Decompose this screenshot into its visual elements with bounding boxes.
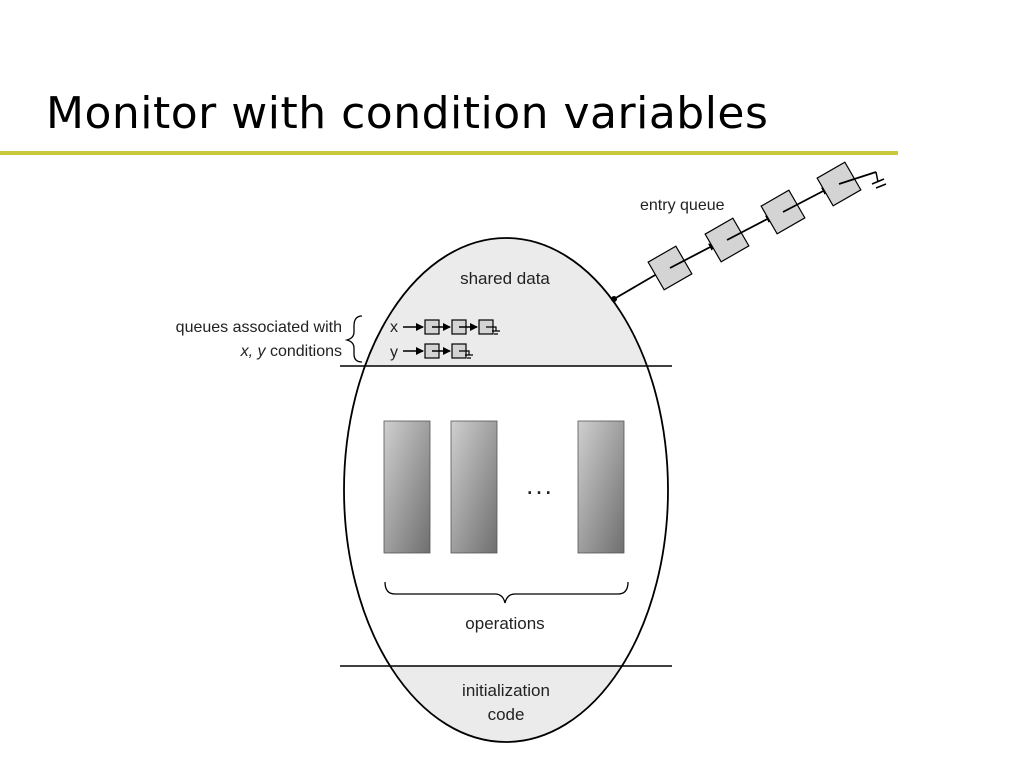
entry-queue-label: entry queue [640,197,725,214]
init-label: initialization [462,681,550,700]
operations-label: operations [465,614,544,633]
slide-title: Monitor with condition variables [46,88,769,139]
operation-block [383,420,431,554]
condition-x-label: x [390,319,398,336]
operation-block [577,420,625,554]
entry-queue-arrow [613,270,663,300]
operations-ellipsis: ... [526,470,554,500]
monitor-oval [343,237,669,743]
entry-queue-arrow [726,215,774,241]
entry-queue-arrow [669,243,717,269]
condition-y-label: y [390,344,398,361]
y-queue-null-terminator [459,350,473,359]
entry-queue-null-terminator [871,171,887,189]
operations-brace [384,581,629,604]
queues-label-line2: x, y conditions [240,343,342,360]
init-label-line2: code [488,705,525,724]
operation-block [450,420,498,554]
x-queue-null-terminator [486,326,500,335]
queues-label: queues associated with [176,319,342,336]
entry-queue-tail [838,171,877,185]
queues-brace [344,315,363,363]
title-divider [0,151,898,155]
entry-queue-arrow [782,187,830,213]
shared-data-label: shared data [460,269,550,288]
